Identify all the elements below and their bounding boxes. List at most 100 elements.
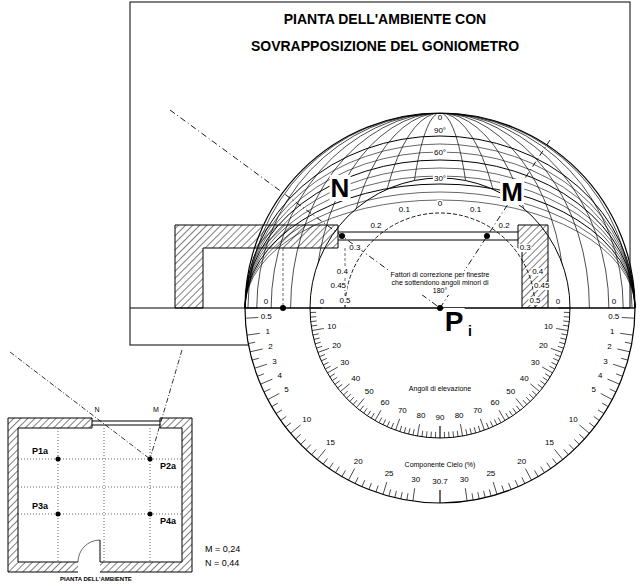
- elevation-tick: [350, 397, 354, 401]
- elevation-tick: [490, 421, 492, 426]
- sky-tick: [553, 459, 557, 465]
- sky-tick: [625, 342, 632, 343]
- scale-title: Componente Cielo (%): [404, 461, 477, 468]
- elevation-tick: [513, 408, 517, 413]
- elevation-tick: [430, 432, 431, 438]
- elevation-tick: [335, 381, 340, 385]
- elevation-tick: [540, 381, 545, 385]
- page-title: PIANTA DELL'AMBIENTE CON SOVRAPPOSIZIONE…: [220, 6, 550, 60]
- sky-tick: [395, 491, 397, 498]
- scale-number: 70: [397, 407, 408, 415]
- window: [92, 425, 160, 426]
- sky-tick: [272, 403, 278, 407]
- elevation-curve: [245, 176, 635, 308]
- scale-number: 80: [415, 412, 426, 420]
- sky-tick: [610, 389, 616, 392]
- elevation-curve: [245, 136, 635, 308]
- sky-tick: [342, 470, 346, 476]
- correction-factor: 0.4: [531, 268, 544, 276]
- sight-line: [10, 352, 150, 459]
- protractor: [130, 110, 635, 503]
- correction-arc: [345, 213, 535, 308]
- sky-tick: [440, 490, 441, 503]
- point-subscript: i: [467, 324, 473, 338]
- scale-number: 20: [353, 458, 364, 466]
- window: [92, 421, 160, 422]
- elevation-tick: [523, 400, 527, 404]
- elevation-tick: [559, 342, 565, 344]
- angle-label: 90°: [433, 127, 447, 135]
- elevation-tick: [325, 366, 330, 369]
- elevation-tick: [564, 312, 570, 313]
- wall: [8, 418, 192, 572]
- elevation-tick: [383, 419, 386, 424]
- sky-tick: [407, 493, 408, 500]
- sky-tick: [617, 349, 630, 352]
- scale-number: 4: [597, 372, 603, 380]
- grid-line: [58, 428, 59, 562]
- elevation-tick: [404, 427, 406, 433]
- point-name: P3a: [31, 502, 49, 511]
- scale-number: 30: [410, 476, 421, 484]
- elevation-tick: [330, 374, 335, 377]
- scale-number: 30: [530, 359, 541, 367]
- point-dot: [148, 457, 153, 462]
- wall: [518, 225, 548, 308]
- grid-line: [283, 248, 284, 308]
- baseline: [130, 308, 630, 309]
- correction-factor: 0.5: [338, 297, 351, 305]
- elevation-tick: [526, 397, 530, 401]
- elevation-tick: [486, 423, 488, 429]
- angle-label: 30°: [433, 175, 447, 183]
- sky-tick: [478, 492, 479, 499]
- grid-line: [104, 428, 105, 562]
- elevation-tick: [440, 426, 441, 438]
- sky-tick: [579, 425, 589, 433]
- sky-tick: [620, 333, 633, 335]
- sky-tick: [622, 317, 635, 319]
- sky-tick: [594, 416, 600, 420]
- elevation-tick: [319, 354, 325, 356]
- scale-number: 0: [437, 114, 443, 122]
- elevation-tick: [338, 384, 343, 388]
- sky-tick: [312, 449, 317, 454]
- sky-tick: [245, 308, 258, 309]
- elevation-tick: [558, 346, 564, 348]
- result-value: M = 0,24: [204, 545, 241, 554]
- elevation-tick: [555, 354, 561, 356]
- meridian-curve: [271, 113, 609, 308]
- sky-tick: [569, 445, 574, 450]
- scale-number: 0.5: [260, 313, 273, 321]
- sky-tick: [489, 489, 491, 496]
- sky-tick: [281, 416, 287, 420]
- room-walls: [175, 225, 548, 308]
- sky-tick: [264, 389, 270, 392]
- point-dot: [437, 305, 443, 311]
- point-dot: [56, 512, 61, 517]
- scale-number: 2: [606, 343, 612, 351]
- elevation-tick: [316, 346, 322, 348]
- scale-number: 4: [277, 372, 283, 380]
- sky-tick: [245, 317, 258, 319]
- sky-tick: [515, 480, 518, 486]
- correction-factor: 0: [437, 200, 443, 208]
- elevation-tick: [560, 338, 566, 339]
- sky-tick: [348, 469, 354, 480]
- meridian-curve: [343, 113, 538, 308]
- sky-tick: [296, 434, 301, 439]
- scale-note: Fattori di correzione per finestre che s…: [385, 271, 495, 295]
- window: [92, 418, 93, 428]
- sky-tick: [291, 425, 301, 433]
- sky-tick: [598, 410, 604, 414]
- elevation-tick: [315, 342, 321, 344]
- sky-tick: [369, 483, 372, 490]
- elevation-curve: [245, 160, 635, 308]
- elevation-tick: [327, 367, 337, 373]
- sky-tick: [355, 477, 358, 483]
- elevation-tick: [310, 312, 316, 313]
- scale-number: 5: [590, 386, 596, 394]
- scale-number: 15: [325, 439, 336, 447]
- sky-tick: [502, 486, 504, 493]
- sky-tick: [252, 358, 259, 360]
